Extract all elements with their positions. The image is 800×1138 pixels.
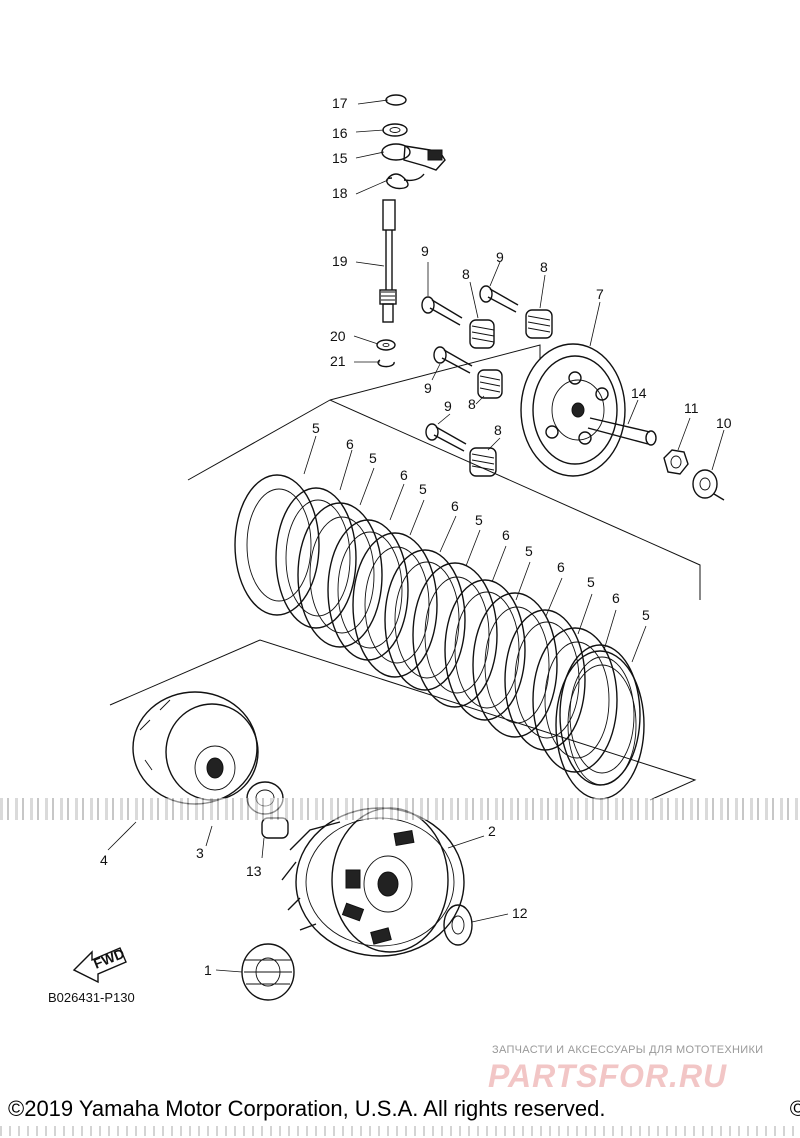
copyright-edge-symbol: © (789, 1096, 800, 1121)
callout-label: 13 (246, 863, 262, 879)
callout-label: 1 (204, 962, 212, 978)
scan-noise-band (0, 798, 800, 820)
part-8-clutch-spring (469, 319, 495, 349)
callout-label: 6 (502, 527, 510, 543)
callout-labels: 17 16 15 18 19 20 21 9 9 8 8 7 9 8 14 11… (100, 95, 732, 978)
part-5-friction-plate (412, 562, 498, 708)
callout-label: 18 (332, 185, 348, 201)
callout-label: 6 (346, 436, 354, 452)
callout-label: 8 (494, 422, 502, 438)
part-15-push-lever (381, 143, 446, 171)
callout-label: 17 (332, 95, 348, 111)
diagram-code: B026431-P130 (48, 990, 135, 1005)
part-16-washer (382, 123, 408, 137)
callout-label: 9 (444, 398, 452, 414)
callout-label: 5 (642, 607, 650, 623)
part-18-spring (385, 173, 425, 190)
part-19-push-lever-shaft (379, 199, 397, 323)
plate-stack (234, 474, 645, 800)
fwd-label: FWD (91, 945, 127, 972)
callout-label: 9 (421, 243, 429, 259)
part-5-friction-plate (297, 502, 383, 648)
part-5-friction-plate (352, 532, 438, 678)
part-6-clutch-plate (504, 609, 586, 751)
plate-group-outline-lower (109, 639, 697, 801)
part-9-bolt (421, 296, 463, 326)
watermark-tagline: ЗАПЧАСТИ И АКСЕССУАРЫ ДЛЯ МОТОТЕХНИКИ (492, 1044, 764, 1056)
callout-label: 8 (540, 259, 548, 275)
part-13-collar (261, 817, 289, 839)
part-5-friction-plate (555, 650, 645, 800)
callout-label: 14 (631, 385, 647, 401)
scan-noise-band (0, 1126, 800, 1136)
callout-label: 7 (596, 286, 604, 302)
watermark-logo: PARTSFOR.RU (488, 1058, 728, 1094)
callout-label: 12 (512, 905, 528, 921)
callout-label: 9 (424, 380, 432, 396)
callout-label: 15 (332, 150, 348, 166)
callout-label: 20 (330, 328, 346, 344)
part-7-pressure-plate (520, 343, 626, 477)
part-21-circlip (377, 359, 395, 368)
part-6-clutch-plate (275, 487, 357, 629)
callout-label: 4 (100, 852, 108, 868)
callout-label: 16 (332, 125, 348, 141)
pressure-plate-group-outline (329, 344, 541, 401)
part-6-clutch-plate (444, 579, 526, 721)
copyright-text: ©2019 Yamaha Motor Corporation, U.S.A. A… (8, 1096, 606, 1121)
part-9-bolt (479, 285, 519, 313)
part-12-washer (443, 904, 473, 946)
part-5-friction-plate (472, 592, 558, 738)
part-4-clutch-boss (132, 691, 259, 805)
callout-label: 6 (557, 559, 565, 575)
callout-label: 5 (419, 481, 427, 497)
part-9-bolt (425, 423, 467, 452)
callout-label: 6 (400, 467, 408, 483)
part-14-push-rod (587, 417, 657, 446)
callout-label: 6 (612, 590, 620, 606)
callout-label: 5 (369, 450, 377, 466)
part-8-clutch-spring (525, 309, 553, 339)
callout-label: 5 (312, 420, 320, 436)
callout-label: 8 (462, 266, 470, 282)
callout-label: 9 (496, 249, 504, 265)
callout-label: 19 (332, 253, 348, 269)
callout-label: 2 (488, 823, 496, 839)
part-9-bolt (433, 346, 473, 374)
callout-label: 11 (684, 400, 699, 416)
callout-label: 3 (196, 845, 204, 861)
part-8-clutch-spring (477, 369, 503, 399)
callout-label: 6 (451, 498, 459, 514)
callout-label: 10 (716, 415, 732, 431)
callout-label: 5 (475, 512, 483, 528)
fwd-arrow-icon: FWD (72, 945, 127, 984)
callout-label: 5 (525, 543, 533, 559)
callout-label: 5 (587, 574, 595, 590)
part-10-lock-washer (692, 469, 725, 501)
callout-label: 21 (330, 353, 346, 369)
part-6-clutch-plate (384, 549, 466, 691)
leader-lines (107, 99, 725, 973)
part-5-friction-plate (234, 474, 320, 616)
part-2-primary-driven-gear (281, 807, 465, 957)
part-5-friction-plate (532, 627, 618, 773)
callout-label: 8 (468, 396, 476, 412)
part-1-primary-drive-gear (241, 943, 295, 1001)
part-20-washer (376, 339, 396, 351)
part-11-nut (663, 449, 689, 475)
plate-group-outline (187, 399, 701, 600)
part-17-circlip (385, 94, 407, 106)
